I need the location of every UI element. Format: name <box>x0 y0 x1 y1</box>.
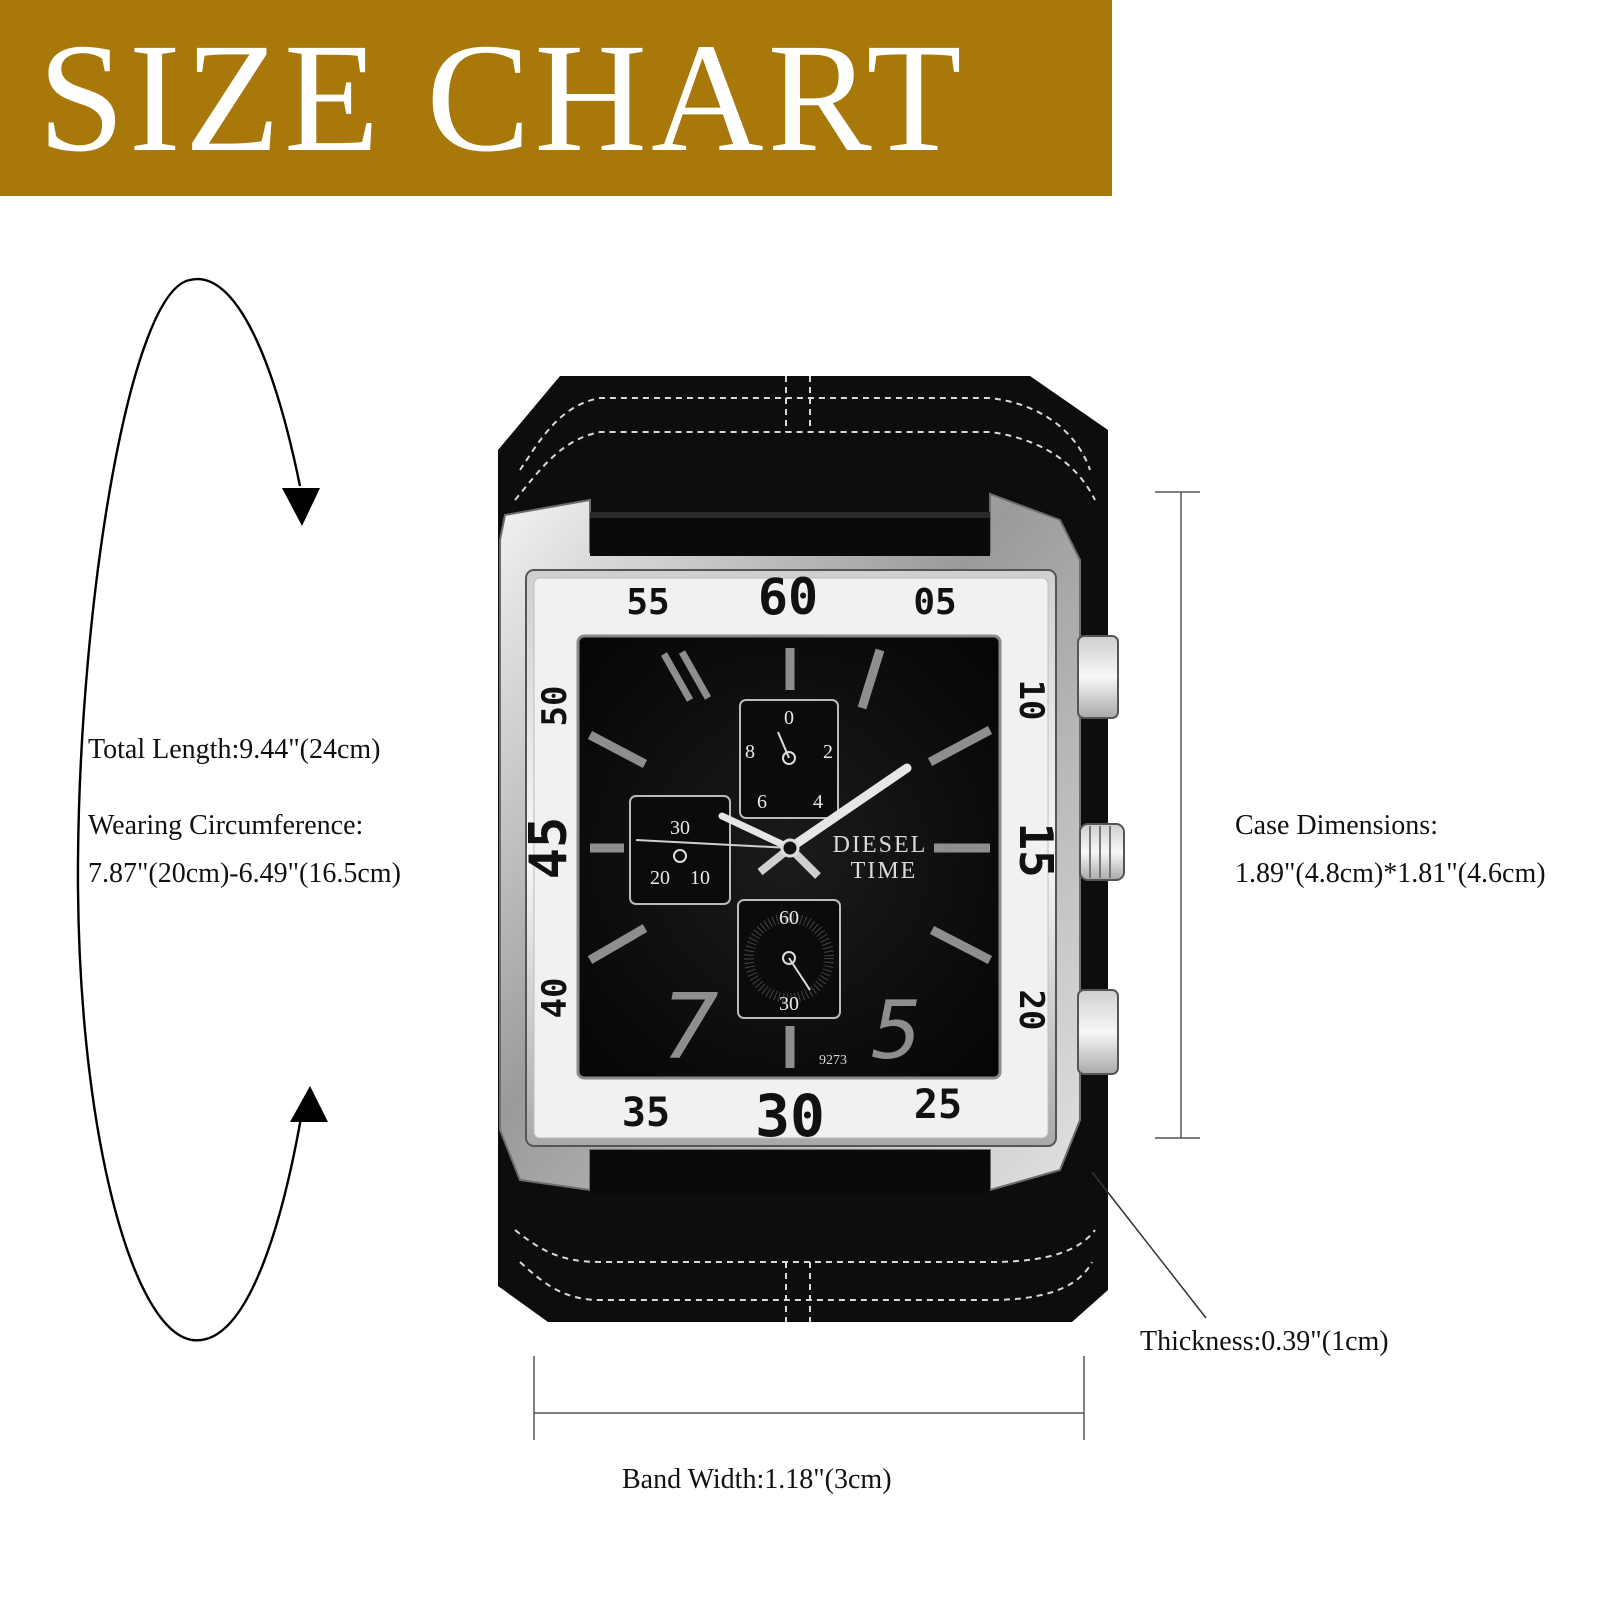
crown-icon <box>1079 823 1125 881</box>
bezel-30: 30 <box>755 1082 825 1150</box>
case-dimensions-label: Case Dimensions: <box>1235 810 1438 841</box>
brand-time: TIME <box>851 858 918 884</box>
bezel-40: 40 <box>535 978 575 1019</box>
dial-numeral-5: 5 <box>871 984 922 1077</box>
svg-text:10: 10 <box>690 867 710 889</box>
thickness-pointer <box>1091 1171 1207 1319</box>
brand-diesel: DIESEL <box>833 832 928 858</box>
band-width-label: Band Width:1.18"(3cm) <box>622 1464 892 1495</box>
bottom-pusher-icon <box>1077 989 1119 1075</box>
case-dimensions-value: 1.89"(4.8cm)*1.81"(4.6cm) <box>1235 858 1546 889</box>
svg-text:0: 0 <box>784 707 794 729</box>
svg-text:8: 8 <box>745 741 755 763</box>
bezel-35: 35 <box>622 1090 670 1136</box>
crown-and-pushers <box>1077 635 1125 1075</box>
watch-dial: 7 5 0 8 2 6 4 30 20 10 60 30 <box>576 634 1002 1080</box>
svg-text:4: 4 <box>813 791 823 813</box>
bezel-15: 15 <box>1009 822 1063 877</box>
bezel-45: 45 <box>519 817 579 880</box>
subdial-bottom: 60 30 <box>737 899 841 1019</box>
size-chart-banner: SIZE CHART <box>0 0 1112 196</box>
watch-hands <box>635 763 912 879</box>
case-height-dimension <box>1155 491 1200 1139</box>
subdial-top: 0 8 2 6 4 <box>739 699 839 819</box>
band-width-dimension <box>533 1356 1085 1440</box>
svg-text:30: 30 <box>670 817 690 839</box>
svg-text:20: 20 <box>650 867 670 889</box>
bezel-10: 10 <box>1011 680 1051 721</box>
svg-text:2: 2 <box>823 741 833 763</box>
bezel-05: 05 <box>913 582 956 623</box>
dial-numeral-7: 7 <box>661 975 718 1080</box>
bezel-numbers: 60 05 55 30 35 25 50 45 40 10 15 20 <box>519 568 1063 1150</box>
bezel-55: 55 <box>626 582 669 623</box>
top-pusher-icon <box>1077 635 1119 719</box>
wearing-circumference-label: Wearing Circumference: <box>88 810 364 841</box>
svg-text:60: 60 <box>779 907 799 929</box>
wearing-circumference-value: 7.87"(20cm)-6.49"(16.5cm) <box>88 858 401 889</box>
svg-text:6: 6 <box>757 791 767 813</box>
bezel-50: 50 <box>535 686 575 727</box>
thickness-label: Thickness:0.39"(1cm) <box>1140 1326 1389 1357</box>
total-length-label: Total Length:9.44"(24cm) <box>88 734 381 765</box>
arrow-down-icon <box>282 488 320 526</box>
bezel-20: 20 <box>1011 990 1051 1031</box>
bezel-60: 60 <box>758 568 818 626</box>
subdial-left: 30 20 10 <box>629 795 731 905</box>
banner-title: SIZE CHART <box>38 11 966 184</box>
bezel-25: 25 <box>914 1082 962 1128</box>
arrow-up-icon <box>290 1086 328 1122</box>
svg-text:30: 30 <box>779 993 799 1015</box>
model-number: 9273 <box>819 1053 847 1068</box>
circumference-loop <box>76 277 328 1342</box>
